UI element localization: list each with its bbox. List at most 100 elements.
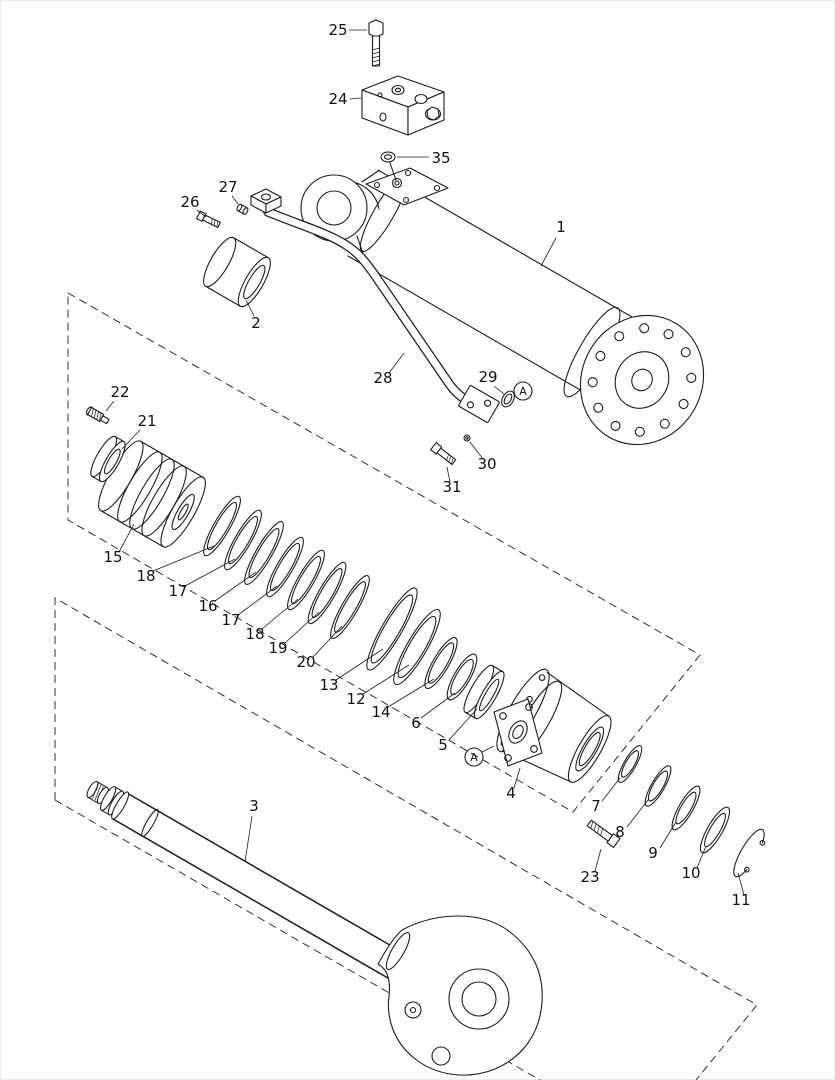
part-28-pipe bbox=[263, 207, 475, 408]
callout-27: 27 bbox=[218, 178, 237, 196]
part-30-pin bbox=[463, 434, 471, 442]
leader-19 bbox=[284, 611, 320, 644]
leader-8 bbox=[626, 799, 649, 828]
part-18a-ring bbox=[203, 495, 241, 557]
callout-23: 23 bbox=[580, 868, 599, 886]
leader-21 bbox=[121, 429, 141, 450]
part-24-valve-block bbox=[361, 75, 445, 136]
leader-23 bbox=[594, 848, 602, 872]
valve-mount-plate bbox=[365, 167, 449, 206]
leader-18b bbox=[261, 598, 299, 630]
leader-6 bbox=[420, 692, 456, 719]
leader-20 bbox=[312, 625, 343, 658]
callout-29: 29 bbox=[478, 368, 497, 386]
part-9-ring bbox=[671, 785, 701, 831]
callout-11: 11 bbox=[731, 891, 750, 909]
callout-25: 25 bbox=[328, 21, 347, 39]
leader-lines bbox=[105, 29, 745, 896]
part-22-fitting bbox=[85, 406, 110, 425]
seal-kit-box-upper bbox=[67, 292, 701, 813]
part-7-ring bbox=[617, 745, 643, 783]
leader-13 bbox=[335, 648, 384, 681]
part-20-ring bbox=[330, 575, 370, 639]
callout-17b: 17 bbox=[221, 611, 240, 629]
part-25-bolt bbox=[368, 19, 384, 67]
leader-11 bbox=[737, 872, 745, 896]
leader-27 bbox=[231, 195, 239, 205]
callout-5: 5 bbox=[438, 736, 448, 754]
leader-17a bbox=[184, 558, 236, 587]
part-3-rod bbox=[86, 780, 543, 1076]
leader-17b bbox=[237, 585, 278, 616]
callout-30: 30 bbox=[477, 455, 496, 473]
callout-28: 28 bbox=[373, 369, 392, 387]
leader-31 bbox=[446, 466, 451, 483]
callout-16: 16 bbox=[198, 597, 217, 615]
part-4-gland bbox=[493, 668, 612, 783]
leader-28 bbox=[388, 352, 405, 374]
callout-22: 22 bbox=[110, 383, 129, 401]
callout-20: 20 bbox=[296, 653, 315, 671]
part-2-bushing bbox=[203, 236, 271, 308]
leader-26 bbox=[196, 209, 207, 218]
part-29-oring bbox=[501, 390, 515, 408]
callout-13: 13 bbox=[319, 676, 338, 694]
callout-7: 7 bbox=[591, 797, 601, 815]
callout-24: 24 bbox=[328, 90, 347, 108]
leader-2 bbox=[245, 299, 255, 317]
part-8-ring bbox=[644, 765, 672, 807]
callout-17a: 17 bbox=[168, 582, 187, 600]
callout-26: 26 bbox=[180, 193, 199, 211]
part-27-pin bbox=[236, 203, 249, 215]
leader-16 bbox=[214, 571, 257, 602]
leader-9 bbox=[659, 821, 677, 849]
callout-18a: 18 bbox=[136, 567, 155, 585]
callout-15: 15 bbox=[103, 548, 122, 566]
leader-14 bbox=[387, 678, 435, 708]
part-10-ring bbox=[699, 806, 731, 854]
leader-12 bbox=[362, 664, 410, 695]
leader-5 bbox=[448, 708, 478, 741]
seal-kit-box-lower bbox=[54, 597, 758, 1080]
hex-plug bbox=[426, 106, 440, 121]
part-1-cylinder-tube bbox=[300, 167, 705, 446]
pipe-flange bbox=[458, 385, 500, 423]
part-26-bolt bbox=[196, 210, 221, 229]
part-13-ring bbox=[366, 587, 418, 671]
part-6-ring bbox=[446, 653, 478, 701]
callout-8: 8 bbox=[615, 823, 625, 841]
detail-a1-label: A bbox=[519, 385, 527, 398]
callout-18b: 18 bbox=[245, 625, 264, 643]
leader-3 bbox=[244, 815, 253, 863]
part-15-piston bbox=[98, 440, 206, 548]
part-17a-ring bbox=[224, 509, 262, 571]
callout-labels: 25 24 35 1 2 26 27 28 29 30 31 22 21 15 … bbox=[103, 21, 750, 909]
leader-1 bbox=[540, 237, 557, 267]
leader-29 bbox=[493, 385, 505, 395]
part-35-plug-ring bbox=[380, 151, 397, 181]
callout-1: 1 bbox=[556, 218, 566, 236]
part-11-snap-ring bbox=[733, 828, 766, 878]
detail-a2-label: A bbox=[470, 751, 478, 764]
part-5-sleeve bbox=[463, 664, 505, 720]
callout-9: 9 bbox=[648, 844, 658, 862]
callout-14: 14 bbox=[371, 703, 390, 721]
callout-3: 3 bbox=[249, 797, 259, 815]
part-21-seal bbox=[90, 435, 126, 483]
leader-15 bbox=[118, 523, 135, 553]
callout-19: 19 bbox=[268, 639, 287, 657]
part-14-ring bbox=[424, 637, 458, 689]
part-23-bolt bbox=[586, 819, 621, 848]
callout-6: 6 bbox=[411, 714, 421, 732]
leader-4 bbox=[513, 767, 521, 789]
part-16-ring bbox=[244, 521, 284, 585]
leader-24 bbox=[349, 97, 362, 100]
leader-detail-a2 bbox=[481, 745, 495, 753]
part-31-bolt bbox=[430, 442, 457, 466]
leader-7 bbox=[601, 777, 621, 802]
part-12-ring bbox=[393, 608, 441, 686]
callout-12: 12 bbox=[346, 690, 365, 708]
callout-21: 21 bbox=[137, 412, 156, 430]
